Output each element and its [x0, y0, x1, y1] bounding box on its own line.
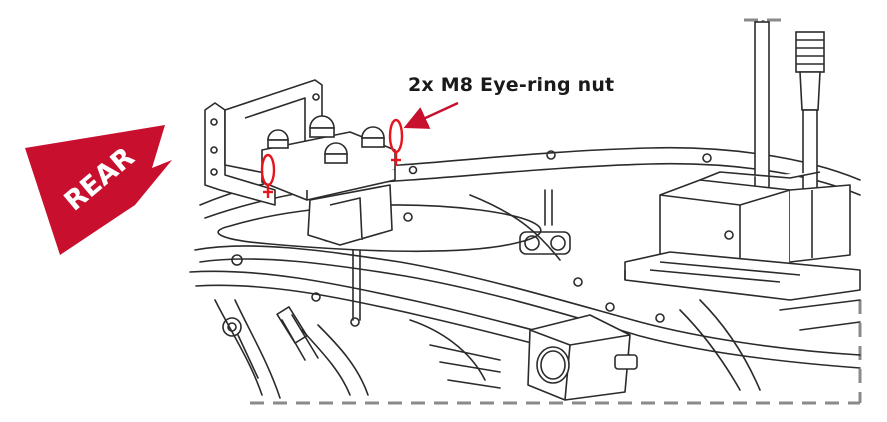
control-box: [624, 171, 861, 301]
callout-arrow: [403, 101, 459, 129]
eye-ring-nut-right: [388, 118, 404, 166]
callout-label: 2x M8 Eye-ring nut: [408, 74, 615, 96]
dome-nuts: [267, 115, 385, 164]
rear-badge-shape: [25, 125, 172, 255]
antenna-poles: [754, 21, 825, 201]
eye-ring-nut-left: [260, 153, 276, 198]
rear-badge: REAR: [25, 125, 172, 255]
sensor-module: [527, 314, 638, 401]
